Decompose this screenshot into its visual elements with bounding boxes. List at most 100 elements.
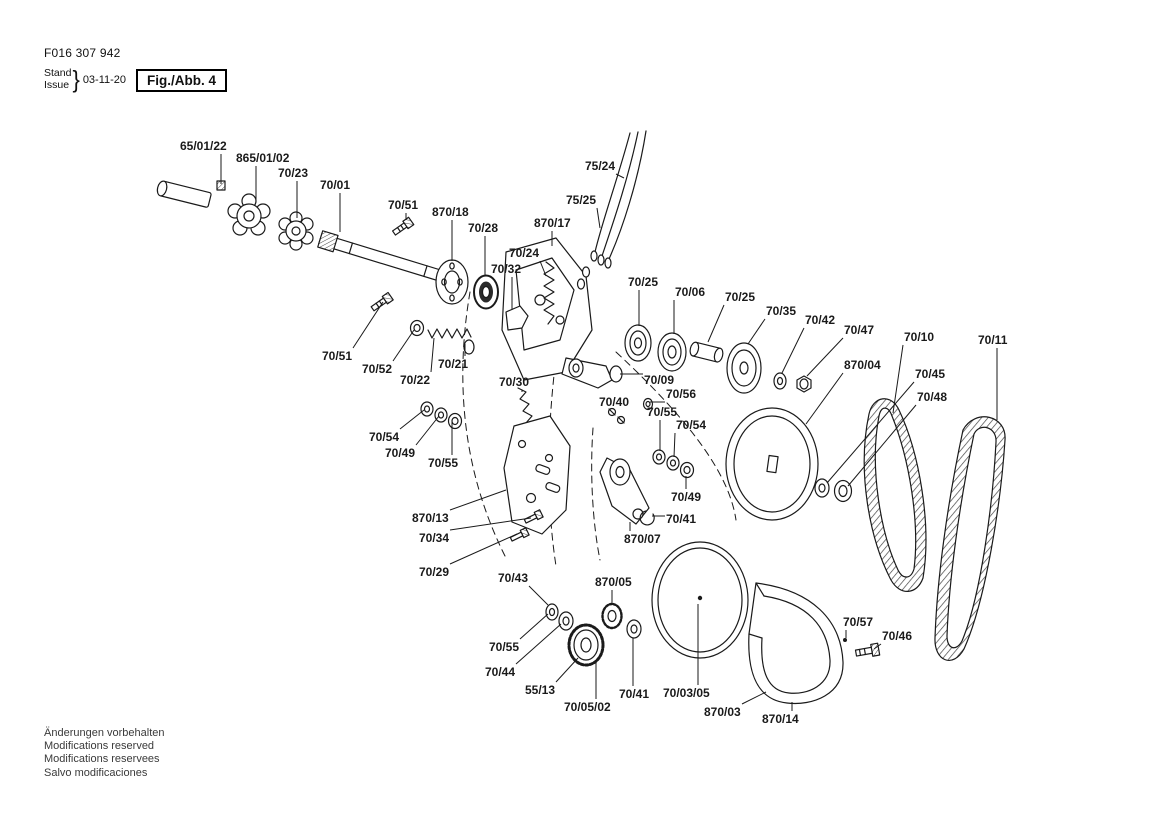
leader-line bbox=[596, 207, 601, 229]
issue-date: 03-11-20 bbox=[82, 74, 127, 86]
brace-glyph: } bbox=[72, 65, 80, 94]
part-label-65-01-22: 65/01/22 bbox=[180, 139, 227, 153]
ring-70-48 bbox=[833, 479, 853, 503]
leader-line bbox=[741, 691, 767, 705]
v-belt-70-11 bbox=[934, 416, 1006, 661]
part-label-70-55: 70/55 bbox=[428, 456, 459, 470]
part-label-70-45: 70/45 bbox=[915, 367, 946, 381]
leader-line bbox=[399, 409, 425, 430]
part-label-70-05-02: 70/05/02 bbox=[564, 700, 611, 714]
leader-line bbox=[449, 489, 507, 511]
part-label-70-57: 70/57 bbox=[843, 615, 874, 629]
part-label-70-51: 70/51 bbox=[322, 349, 353, 363]
part-label-70-22: 70/22 bbox=[400, 373, 431, 387]
part-label-70-41: 70/41 bbox=[666, 512, 697, 526]
part-label-70-55: 70/55 bbox=[489, 640, 520, 654]
coil-spring-70-22 bbox=[427, 328, 472, 339]
part-label-70-28: 70/28 bbox=[468, 221, 499, 235]
part-label-70-41: 70/41 bbox=[619, 687, 650, 701]
part-label-70-42: 70/42 bbox=[805, 313, 836, 327]
part-label-70-03-05: 70/03/05 bbox=[663, 686, 710, 700]
leader-line bbox=[806, 337, 844, 377]
washer-70-41-bottom bbox=[626, 619, 642, 639]
part-label-70-32: 70/32 bbox=[491, 262, 522, 276]
washer-70-56 bbox=[642, 397, 654, 411]
pulley-70-25 bbox=[624, 324, 652, 362]
coupling-element bbox=[227, 193, 271, 236]
part-label-70-21: 70/21 bbox=[438, 357, 469, 371]
footer-line-en: Modifications reserved bbox=[44, 740, 155, 753]
screw-70-51-top bbox=[391, 216, 415, 236]
part-label-70-51: 70/51 bbox=[388, 198, 419, 212]
part-label-70-55: 70/55 bbox=[647, 405, 678, 419]
leader-line bbox=[826, 381, 915, 484]
part-label-70-52: 70/52 bbox=[362, 362, 393, 376]
part-label-70-54: 70/54 bbox=[369, 430, 400, 444]
leader-line bbox=[673, 432, 676, 458]
part-label-865-01-02: 865/01/02 bbox=[236, 151, 290, 165]
washer-70-55-bottom bbox=[545, 603, 559, 621]
pulley-70-03-05 bbox=[651, 541, 749, 659]
v-belt-70-10 bbox=[863, 398, 927, 592]
spacer-sleeve bbox=[689, 341, 724, 363]
leader-line bbox=[392, 329, 415, 362]
part-label-70-56: 70/56 bbox=[666, 387, 697, 401]
part-label-70-46: 70/46 bbox=[882, 629, 913, 643]
part-label-70-43: 70/43 bbox=[498, 571, 529, 585]
leader-line bbox=[747, 318, 766, 345]
part-label-70-49: 70/49 bbox=[385, 446, 416, 460]
part-label-70-10: 70/10 bbox=[904, 330, 935, 344]
leader-line bbox=[528, 585, 549, 606]
tensioner-arm-870-07 bbox=[599, 457, 650, 525]
part-label-70-01: 70/01 bbox=[320, 178, 351, 192]
leader-line bbox=[515, 623, 562, 665]
part-label-70-47: 70/47 bbox=[844, 323, 875, 337]
part-label-70-35: 70/35 bbox=[766, 304, 797, 318]
tension-spring-70-24 bbox=[543, 261, 555, 325]
leader-line bbox=[539, 260, 547, 277]
belt-guard bbox=[748, 582, 847, 705]
issue-label: Issue bbox=[44, 79, 70, 91]
part-label-70-09: 70/09 bbox=[644, 373, 675, 387]
cam-lever bbox=[561, 357, 623, 389]
part-label-870-13: 870/13 bbox=[412, 511, 449, 525]
part-label-870-04: 870/04 bbox=[844, 358, 881, 372]
part-label-70-48: 70/48 bbox=[917, 390, 948, 404]
footer-notes: Änderungen vorbehalten Modifications res… bbox=[44, 727, 164, 780]
spacer-rod bbox=[156, 180, 212, 208]
part-label-70-40: 70/40 bbox=[599, 395, 630, 409]
part-label-70-30: 70/30 bbox=[499, 375, 530, 389]
washer-70-44 bbox=[558, 611, 574, 631]
washer-set-right bbox=[652, 449, 695, 479]
leader-line bbox=[449, 517, 532, 531]
washer-70-45 bbox=[814, 478, 830, 498]
pulley-70-35 bbox=[726, 342, 762, 394]
part-label-70-11: 70/11 bbox=[978, 333, 1008, 347]
nut-70-47 bbox=[796, 375, 812, 393]
bracket-70-32 bbox=[505, 305, 529, 331]
part-label-70-34: 70/34 bbox=[419, 531, 450, 545]
part-label-70-54: 70/54 bbox=[676, 418, 707, 432]
leader-line bbox=[707, 304, 725, 343]
leader-line bbox=[352, 301, 384, 349]
drive-shaft bbox=[317, 230, 443, 282]
mounting-plate-870-13 bbox=[503, 415, 571, 535]
part-label-870-17: 870/17 bbox=[534, 216, 571, 230]
issue-row: Stand Issue } 03-11-20 Fig./Abb. 4 bbox=[44, 65, 228, 94]
part-label-70-24: 70/24 bbox=[509, 246, 540, 260]
part-label-70-06: 70/06 bbox=[675, 285, 706, 299]
bowden-cables bbox=[576, 130, 647, 290]
leader-line bbox=[430, 337, 435, 373]
part-label-55-13: 55/13 bbox=[525, 683, 556, 697]
leader-line bbox=[449, 533, 518, 565]
plate-studs bbox=[535, 464, 561, 493]
leader-line bbox=[781, 327, 805, 374]
leader-line bbox=[847, 404, 917, 487]
washer-set-left bbox=[420, 401, 463, 430]
leader-line bbox=[519, 613, 549, 640]
footer-line-es: Salvo modificaciones bbox=[44, 766, 148, 779]
star-coupler bbox=[278, 211, 314, 251]
figure-label: Fig./Abb. 4 bbox=[136, 68, 228, 92]
